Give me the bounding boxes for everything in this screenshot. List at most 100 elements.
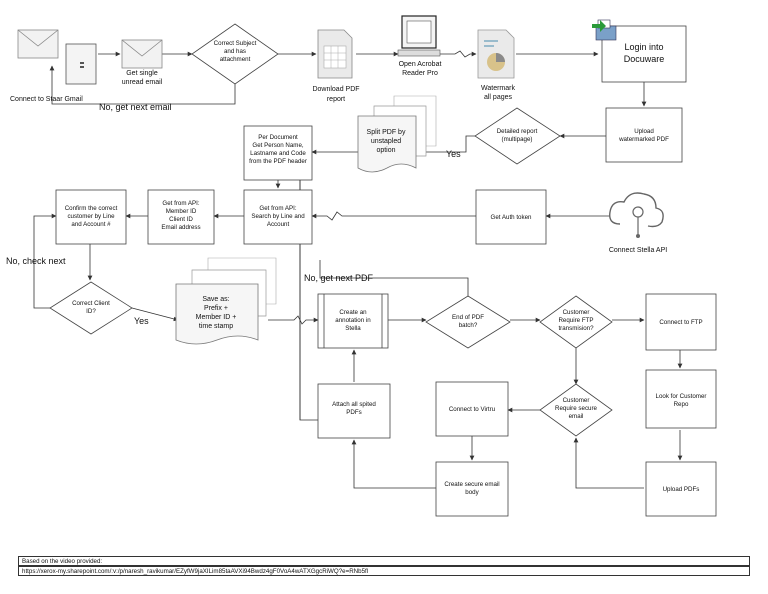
get-auth-token-label: Get Auth token: [491, 214, 532, 221]
subject-check-decision: Correct Subject and has attachment: [191, 23, 279, 85]
subject-check-line-3: attachment: [220, 56, 251, 63]
save-as-documents: Save as: Prefix + Member ID + time stamp: [175, 257, 277, 345]
stella-cloud-icon: [609, 192, 664, 238]
create-annotation-line-3: Stella: [345, 325, 361, 332]
no-next-email-label: No, get next email: [99, 102, 172, 112]
save-as-line-2: Prefix +: [204, 305, 228, 312]
require-ftp-line-1: Customer: [563, 309, 590, 316]
require-ftp-decision: Customer Require FTP transmision?: [539, 295, 613, 349]
email-envelope-icon: [17, 29, 59, 59]
confirm-customer-line-3: and Account #: [71, 221, 111, 228]
pdf-document-icon: [317, 29, 353, 79]
attach-pdfs-line-2: PDFs: [346, 409, 361, 416]
require-ftp-line-2: Require FTP: [558, 317, 593, 324]
download-pdf-label-1: Download PDF: [312, 86, 359, 93]
upload-watermarked-line-1: Upload: [634, 128, 654, 135]
per-document-line-2: Get Person Name,: [252, 142, 304, 149]
per-document-process: Per Document Get Person Name, Lastname a…: [243, 125, 313, 181]
subject-check-line-2: and has: [224, 48, 246, 55]
correct-client-line-1: Correct Client: [72, 300, 110, 307]
no-check-next-label: No, check next: [6, 256, 66, 266]
upload-watermarked-process: Upload watermarked PDF: [605, 107, 683, 163]
create-annotation-line-1: Create an: [339, 309, 367, 316]
api-search-line-1: Get from API:: [259, 205, 296, 212]
save-as-line-1: Save as:: [202, 296, 229, 303]
look-repo-process: Look for Customer Repo: [645, 369, 717, 429]
confirm-customer-line-1: Confirm the correct: [65, 205, 118, 212]
attach-pdfs-line-1: Attach all spited: [332, 401, 376, 408]
upload-watermarked-line-2: watermarked PDF: [618, 136, 669, 143]
split-pdf-line-2: unstapled: [371, 138, 401, 145]
no-next-pdf-label: No, get next PDF: [304, 273, 374, 283]
secure-body-process: Create secure email body: [435, 461, 509, 517]
connect-ftp-label: Connect to FTP: [659, 319, 702, 326]
footer-video-link[interactable]: https://xerox-my.sharepoint.com/:v:/p/na…: [18, 566, 750, 576]
save-as-line-3: Member ID +: [196, 314, 237, 321]
require-secure-line-3: email: [569, 413, 584, 420]
confirm-customer-process: Confirm the correct customer by Line and…: [55, 189, 127, 245]
get-email-label-1: Get single: [126, 70, 158, 77]
per-document-line-3: Lastname and Code: [250, 150, 306, 157]
split-pdf-line-3: option: [376, 147, 395, 154]
open-acrobat-label-1: Open Acrobat: [399, 61, 442, 68]
detailed-report-line-2: (multipage): [502, 136, 533, 143]
upload-pdfs-process: Upload PDFs: [645, 461, 717, 517]
watermark-label-1: Watermark: [481, 85, 515, 92]
api-member-process: Get from API: Member ID Client ID Email …: [147, 189, 215, 245]
secure-body-line-1: Create secure email: [444, 481, 499, 488]
require-secure-line-2: Require secure: [555, 405, 598, 412]
connect-stella-label: Connect Stella API: [609, 247, 667, 254]
api-member-line-1: Get from API:: [162, 200, 199, 207]
api-member-line-4: Email address: [161, 224, 200, 231]
correct-client-line-2: ID?: [86, 308, 96, 315]
per-document-line-1: Per Document: [258, 134, 298, 141]
connect-virtru-label: Connect to Virtru: [449, 406, 496, 413]
split-pdf-documents: Split PDF by unstapled option: [357, 95, 437, 173]
per-document-line-4: from the PDF header: [249, 158, 307, 165]
api-search-process: Get from API: Search by Line and Account: [243, 189, 313, 245]
footer-source-label: Based on the video provided:: [18, 556, 750, 566]
unread-email-icon: [121, 39, 163, 69]
get-auth-token-process: Get Auth token: [475, 189, 547, 245]
correct-client-decision: Correct Client ID?: [49, 281, 133, 335]
api-member-line-2: Member ID: [166, 208, 197, 215]
look-repo-line-2: Repo: [674, 401, 689, 408]
download-pdf-label-2: report: [327, 96, 345, 103]
require-secure-line-1: Customer: [563, 397, 590, 404]
split-pdf-line-1: Split PDF by: [367, 129, 406, 136]
upload-pdfs-label: Upload PDFs: [663, 486, 700, 493]
api-member-line-3: Client ID: [169, 216, 193, 223]
get-email-label-2: unread email: [122, 79, 163, 86]
subject-check-line-1: Correct Subject: [214, 40, 257, 47]
confirm-customer-line-2: customer by Line: [67, 213, 115, 220]
create-annotation-line-2: annotation in: [335, 317, 371, 324]
api-search-line-2: Search by Line and: [251, 213, 305, 220]
require-secure-decision: Customer Require secure email: [539, 383, 613, 437]
end-batch-decision: End of PDF batch?: [425, 295, 511, 349]
open-acrobat-label-2: Reader Pro: [402, 70, 438, 77]
end-batch-line-1: End of PDF: [452, 314, 484, 321]
docuware-printer-icon: [592, 19, 617, 41]
secure-body-line-2: body: [465, 489, 479, 496]
connect-ftp-process: Connect to FTP: [645, 293, 717, 351]
detailed-report-decision: Detailed report (multipage): [474, 107, 561, 165]
watermark-chart-icon: [477, 29, 515, 79]
yes-split-label: Yes: [446, 149, 461, 159]
look-repo-line-1: Look for Customer: [656, 393, 707, 400]
computer-monitor-icon: [397, 15, 441, 57]
save-as-line-4: time stamp: [199, 323, 233, 330]
api-search-line-3: Account: [267, 221, 290, 228]
login-docuware-line-1: Login into: [624, 42, 663, 52]
connect-virtru-process: Connect to Virtru: [435, 381, 509, 437]
detailed-report-line-1: Detailed report: [497, 128, 538, 135]
attach-pdfs-process: Attach all spited PDFs: [317, 383, 391, 439]
connect-gmail-label: Connect to Staar Gmail: [10, 96, 83, 103]
create-annotation-process: Create an annotation in Stella: [317, 293, 389, 349]
watermark-label-2: all pages: [484, 94, 513, 101]
yes-save-label: Yes: [134, 316, 149, 326]
gmail-server-icon: [65, 43, 97, 85]
login-docuware-line-2: Docuware: [624, 54, 665, 64]
end-batch-line-2: batch?: [459, 322, 478, 329]
require-ftp-line-3: transmision?: [558, 325, 594, 332]
